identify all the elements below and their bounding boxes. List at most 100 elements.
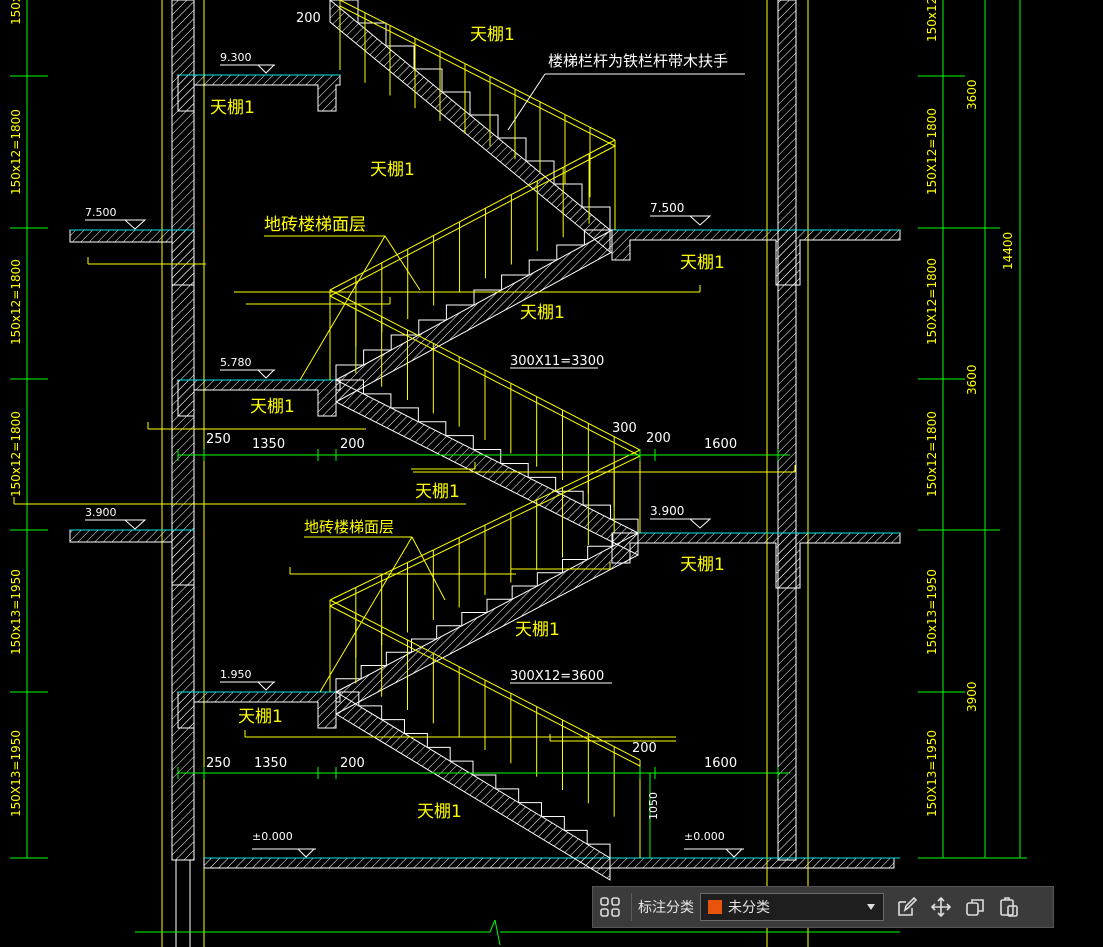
copy-icon[interactable] — [958, 890, 992, 924]
elevation-label: 7.500 — [650, 201, 684, 215]
cad-solid — [69, 529, 195, 586]
elevation-label: 3.900 — [650, 504, 684, 518]
ceiling-label: 天棚1 — [370, 160, 415, 180]
floor-height-label: 3900 — [965, 681, 979, 712]
cad-line — [339, 0, 616, 141]
elevation-label: 5.780 — [220, 356, 252, 369]
cad-solid — [256, 369, 276, 379]
drawing-annotations: 150x12 150x12=1800 150x12=1800 150x12=1800 1… — [9, 0, 1015, 843]
right-dimension-label: 150X13=1950 — [925, 730, 939, 817]
cad-solid — [177, 74, 341, 112]
elevation-label: 7.500 — [85, 206, 117, 219]
left-dimension-label: 150x12 — [9, 0, 23, 25]
category-label: 标注分类 — [638, 900, 694, 916]
cad-solid — [688, 518, 712, 529]
dimension-label: 1600 — [704, 437, 737, 452]
dimension-label: 200 — [632, 741, 657, 756]
cad-solid — [296, 848, 316, 858]
edit-icon[interactable] — [890, 890, 924, 924]
dimension-label: 250 — [206, 432, 231, 447]
ceiling-label: 天棚1 — [470, 25, 515, 45]
cad-solid — [335, 691, 611, 881]
paste-icon[interactable] — [992, 890, 1026, 924]
cad-line — [299, 235, 386, 381]
cad-line — [339, 5, 616, 147]
cad-line — [411, 536, 446, 601]
cad-solid — [123, 519, 147, 530]
cad-solid — [256, 64, 276, 74]
dimension-label: 1600 — [704, 756, 737, 771]
right-dimension-label: 150x13=1950 — [925, 569, 939, 655]
elevation-label: 9.300 — [220, 51, 252, 64]
tile-note: 地砖楼梯面层 — [304, 518, 394, 536]
cad-polyline — [336, 379, 639, 533]
category-value: 未分类 — [728, 900, 770, 916]
cad-solid — [123, 219, 147, 230]
ceiling-label: 天棚1 — [417, 802, 462, 822]
ceiling-label: 天棚1 — [415, 482, 460, 502]
ceiling-label: 天棚1 — [515, 620, 560, 640]
move-icon[interactable] — [924, 890, 958, 924]
right-dimension-label: 150x12 — [925, 0, 939, 42]
tile-note: 地砖楼梯面层 — [264, 215, 366, 235]
cad-line — [494, 919, 501, 946]
railing-note: 楼梯栏杆为铁栏杆带木扶手 — [548, 52, 728, 70]
dimension-label: 200 — [296, 11, 321, 26]
cad-solid — [611, 229, 901, 286]
ceiling-label: 天棚1 — [250, 397, 295, 417]
chevron-down-icon — [867, 904, 875, 910]
dimension-label: 250 — [206, 756, 231, 771]
run-dimension-label: 300X11=3300 — [510, 354, 604, 369]
left-dimension-label: 150x12=1800 — [9, 259, 23, 345]
left-dimension-label: 150x12=1800 — [9, 411, 23, 497]
right-dimension-label: 150X12=1800 — [925, 258, 939, 345]
category-color-swatch — [708, 900, 722, 914]
dimension-label: 200 — [340, 756, 365, 771]
dimension-label: 300 — [612, 421, 637, 436]
dimension-label: 1350 — [252, 437, 285, 452]
right-dimension-label: 150x12=1800 — [925, 411, 939, 497]
annotation-toolbar: 标注分类 未分类 — [592, 886, 1054, 928]
ceiling-label: 天棚1 — [520, 303, 565, 323]
grid-icon[interactable] — [593, 890, 627, 924]
left-dimension-label: 150X13=1950 — [9, 730, 23, 817]
cad-line — [507, 73, 546, 131]
total-height-label: 14400 — [1001, 232, 1015, 270]
right-dimension-label: 150X12=1800 — [925, 108, 939, 195]
cad-solid — [688, 215, 712, 226]
cad-line — [489, 919, 496, 933]
floor-height-label: 3600 — [965, 364, 979, 395]
cad-solid — [335, 229, 613, 403]
dimension-label: 1350 — [254, 756, 287, 771]
dimension-label: 200 — [646, 431, 671, 446]
dimension-label: 200 — [340, 437, 365, 452]
elevation-label: 1.950 — [220, 668, 252, 681]
drawing-linework — [10, 0, 1027, 947]
cad-line — [329, 139, 616, 291]
elevation-label: 3.900 — [85, 506, 117, 519]
ceiling-label: 天棚1 — [238, 707, 283, 727]
toolbar-divider — [631, 893, 632, 921]
floor-height-label: 3600 — [965, 79, 979, 110]
cad-rect — [203, 857, 895, 869]
elevation-label: ±0.000 — [252, 830, 293, 843]
ceiling-label: 天棚1 — [680, 555, 725, 575]
cad-line — [384, 235, 421, 291]
dimension-label: 1050 — [647, 792, 660, 820]
cad-rect — [171, 0, 195, 861]
run-dimension-label: 300X12=3600 — [510, 669, 604, 684]
cad-solid — [256, 681, 276, 691]
elevation-label: ±0.000 — [684, 830, 725, 843]
cad-solid — [611, 532, 901, 589]
ceiling-label: 天棚1 — [210, 98, 255, 118]
category-dropdown[interactable]: 未分类 — [700, 893, 884, 921]
left-dimension-label: 150x12=1800 — [9, 109, 23, 195]
cad-solid — [724, 848, 744, 858]
cad-rect — [777, 0, 797, 861]
cad-line — [329, 145, 616, 297]
ceiling-label: 天棚1 — [680, 253, 725, 273]
cad-line — [319, 536, 413, 693]
cad-solid — [69, 229, 195, 286]
left-dimension-label: 150x13=1950 — [9, 569, 23, 655]
